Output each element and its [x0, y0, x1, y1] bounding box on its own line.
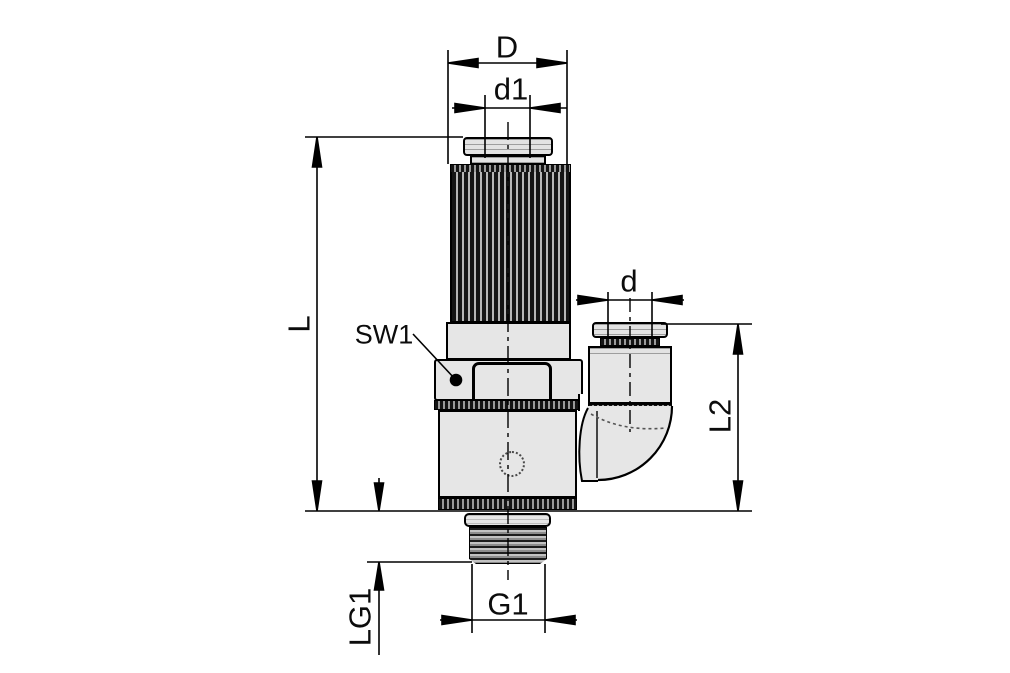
dim-d1: [452, 102, 567, 114]
dim-label-G1: G1: [487, 586, 529, 622]
dim-label-d: d: [620, 263, 638, 299]
dim-LG1: [373, 478, 385, 655]
dim-label-d1: d1: [493, 71, 529, 107]
fitting-body-top-band: [590, 348, 670, 354]
dim-label-D: D: [495, 29, 519, 65]
leader-SW1: [412, 333, 463, 387]
centerlines: [507, 122, 631, 580]
dim-label-LG1: LG1: [342, 587, 378, 647]
dim-label-SW1: SW1: [354, 319, 414, 350]
dim-L2: [732, 323, 744, 512]
body-stamp-circle: [499, 451, 525, 477]
dim-d: [576, 294, 684, 306]
dim-label-L2: L2: [702, 398, 738, 434]
dim-L: [311, 136, 323, 512]
knurled-adjustment-cap: [450, 172, 571, 323]
dim-label-L: L: [281, 315, 317, 333]
fitting-elbow-bend: [578, 405, 674, 482]
dim-G1: [440, 614, 577, 626]
dim-D: [447, 57, 568, 69]
